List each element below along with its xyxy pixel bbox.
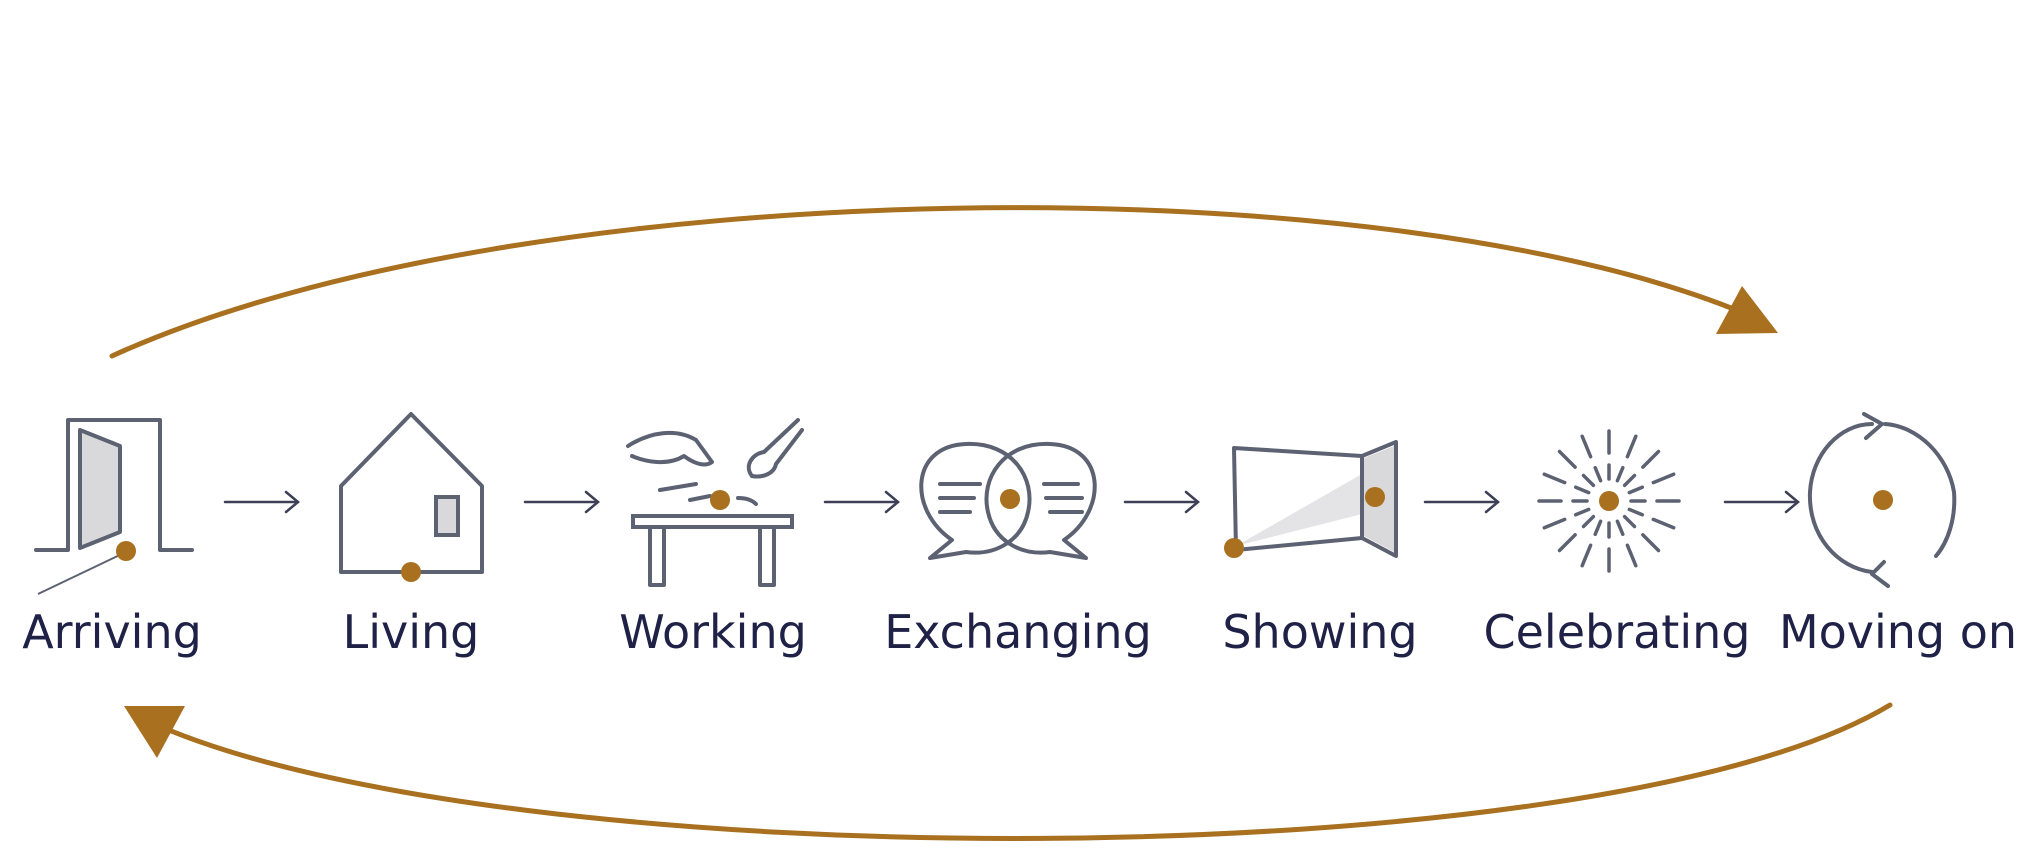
stage-label-celebrating: Celebrating — [1484, 605, 1751, 659]
connector-arrow-3 — [823, 490, 900, 514]
burst-ray — [1615, 519, 1625, 537]
connector-arrow-1 — [223, 490, 300, 514]
burst-ray — [1581, 473, 1596, 488]
burst-ray — [1580, 434, 1593, 459]
connector-arrow-2 — [523, 490, 600, 514]
burst-ray — [1625, 434, 1638, 459]
projector-icon — [1224, 440, 1398, 558]
connector-arrow-4 — [1123, 490, 1200, 514]
stage-label-arriving: Arriving — [22, 605, 202, 659]
burst-ray — [1542, 472, 1567, 485]
speech-bubbles-icon — [919, 441, 1097, 560]
house-icon — [339, 412, 484, 582]
burst-ray — [1542, 517, 1567, 530]
burst-ray — [1615, 465, 1625, 483]
burst-ray — [1622, 514, 1637, 529]
burst-ray — [1651, 472, 1676, 485]
return-cycle-arrow — [124, 702, 1893, 841]
burst-ray — [1573, 485, 1591, 495]
stage-label-exchanging: Exchanging — [884, 605, 1152, 659]
stage-label-showing: Showing — [1222, 605, 1417, 659]
burst-ray — [1557, 449, 1577, 469]
burst-ray — [1593, 465, 1603, 483]
burst-ray — [1622, 473, 1637, 488]
burst-ray — [1557, 533, 1577, 553]
connector-arrow-6 — [1723, 490, 1800, 514]
stage-label-living: Living — [343, 605, 480, 659]
stage-label-working: Working — [619, 605, 807, 659]
stage-label-moving-on: Moving on — [1779, 605, 2017, 659]
burst-ray — [1593, 519, 1603, 537]
door-icon — [34, 418, 194, 595]
cycle-icon — [1807, 412, 1957, 588]
burst-ray — [1625, 543, 1638, 568]
burst-ray — [1641, 533, 1661, 553]
burst-ray — [1651, 517, 1676, 530]
burst-icon — [1537, 429, 1681, 573]
burst-ray — [1581, 514, 1596, 529]
burst-ray — [1641, 449, 1661, 469]
workbench-icon — [626, 418, 804, 587]
burst-ray — [1580, 543, 1593, 568]
burst-ray — [1573, 507, 1591, 517]
connector-arrow-5 — [1423, 490, 1500, 514]
burst-ray — [1627, 485, 1645, 495]
burst-ray — [1627, 507, 1645, 517]
forward-cycle-arrow — [109, 205, 1778, 359]
